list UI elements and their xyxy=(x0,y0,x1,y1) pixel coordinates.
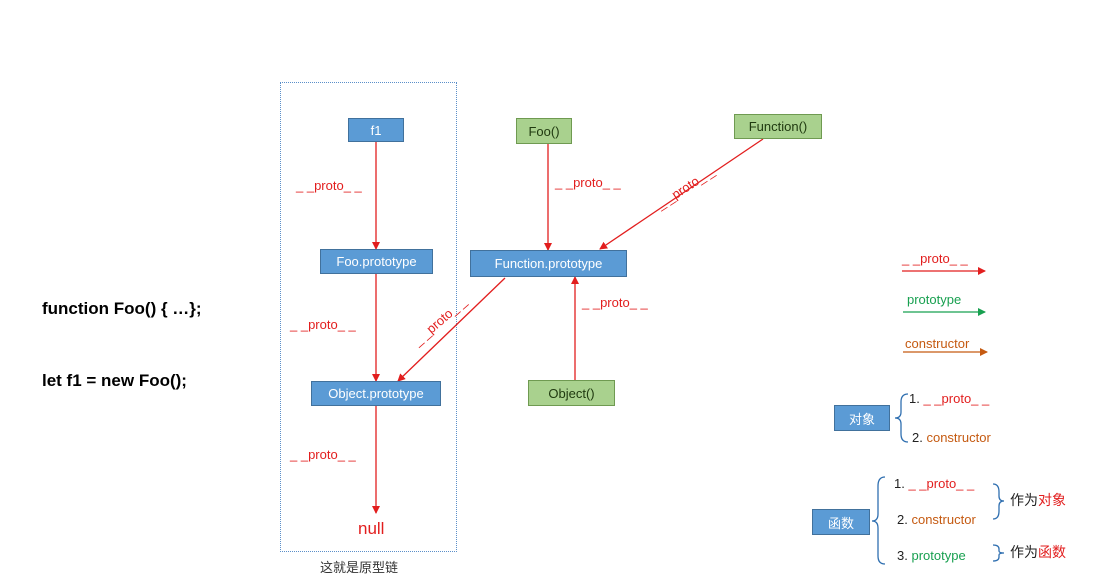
function-group-item-1-text: _ _proto_ _ xyxy=(908,476,975,491)
node-foo-constructor: Foo() xyxy=(516,118,572,144)
node-f1: f1 xyxy=(348,118,404,142)
node-null: null xyxy=(358,519,385,538)
function-group-label: 函数 xyxy=(827,516,854,532)
object-group-box: 对象 xyxy=(834,405,890,431)
object-group-label: 对象 xyxy=(848,412,875,428)
node-foo-prototype: Foo.prototype xyxy=(320,249,433,274)
code-snippet: function Foo() { …}; let f1 = new Foo(); xyxy=(42,249,202,417)
function-group-item-1: 1. _ _proto_ _ xyxy=(894,476,974,492)
function-group-item-3-text: prototype xyxy=(911,548,966,563)
node-function-prototype-label: Function.prototype xyxy=(494,256,603,271)
as-function-note: 作为函数 xyxy=(1010,545,1066,561)
node-foo-constructor-label: Foo() xyxy=(528,123,560,139)
edge-label-object-to-funcproto: _ _proto_ _ xyxy=(582,295,648,310)
function-group-item-3-num: 3. xyxy=(897,548,908,563)
function-group-box: 函数 xyxy=(812,509,870,535)
legend-proto-label: _ _proto_ _ xyxy=(902,251,968,266)
function-group-item-2-num: 2. xyxy=(897,512,908,527)
prototype-chain-region xyxy=(280,82,457,552)
as-object-brace xyxy=(992,483,1005,520)
edge-label-foo-to-funcproto: _ _proto_ _ xyxy=(555,175,621,190)
as-object-prefix: 作为 xyxy=(1010,493,1038,509)
object-group-item-2-text: constructor xyxy=(926,430,991,445)
node-f1-label: f1 xyxy=(370,122,382,138)
function-group-item-2: 2. constructor xyxy=(897,512,976,528)
function-group-item-3: 3. prototype xyxy=(897,548,966,564)
edge-label-objproto-to-null: _ _proto_ _ xyxy=(290,447,356,462)
prototype-chain-caption: 这就是原型链 xyxy=(320,561,399,576)
node-object-prototype-label: Object.prototype xyxy=(328,386,424,401)
arrow-function-to-funcproto xyxy=(599,138,764,250)
node-function-constructor-label: Function() xyxy=(748,119,808,134)
as-function-brace xyxy=(992,544,1005,562)
legend-constructor-label: constructor xyxy=(905,336,970,351)
edge-label-fooproto-to-objproto: _ _proto_ _ xyxy=(290,317,356,332)
function-group-item-2-text: constructor xyxy=(911,512,976,527)
object-group-item-2: 2. constructor xyxy=(912,430,991,446)
arrow-funcproto-to-objproto xyxy=(397,277,506,382)
node-function-prototype: Function.prototype xyxy=(470,250,627,277)
node-object-constructor: Object() xyxy=(528,380,615,406)
object-group-item-2-num: 2. xyxy=(912,430,923,445)
object-group-brace xyxy=(894,393,909,443)
code-line-2: let f1 = new Foo(); xyxy=(42,371,187,390)
node-function-constructor: Function() xyxy=(734,114,822,139)
as-object-word: 对象 xyxy=(1038,493,1066,509)
as-object-note: 作为对象 xyxy=(1010,493,1066,509)
node-foo-prototype-label: Foo.prototype xyxy=(336,254,417,269)
node-object-constructor-label: Object() xyxy=(548,385,595,401)
code-line-1: function Foo() { …}; xyxy=(42,299,202,318)
legend-prototype-label: prototype xyxy=(907,292,962,307)
node-object-prototype: Object.prototype xyxy=(311,381,441,406)
function-group-item-1-num: 1. xyxy=(894,476,905,491)
object-group-item-1: 1. _ _proto_ _ xyxy=(909,391,989,407)
as-function-word: 函数 xyxy=(1038,545,1066,561)
object-group-item-1-text: _ _proto_ _ xyxy=(923,391,990,406)
object-group-item-1-num: 1. xyxy=(909,391,920,406)
edge-label-f1-to-fooproto: _ _proto_ _ xyxy=(296,178,362,193)
as-function-prefix: 作为 xyxy=(1010,545,1038,561)
function-group-brace xyxy=(871,476,886,565)
